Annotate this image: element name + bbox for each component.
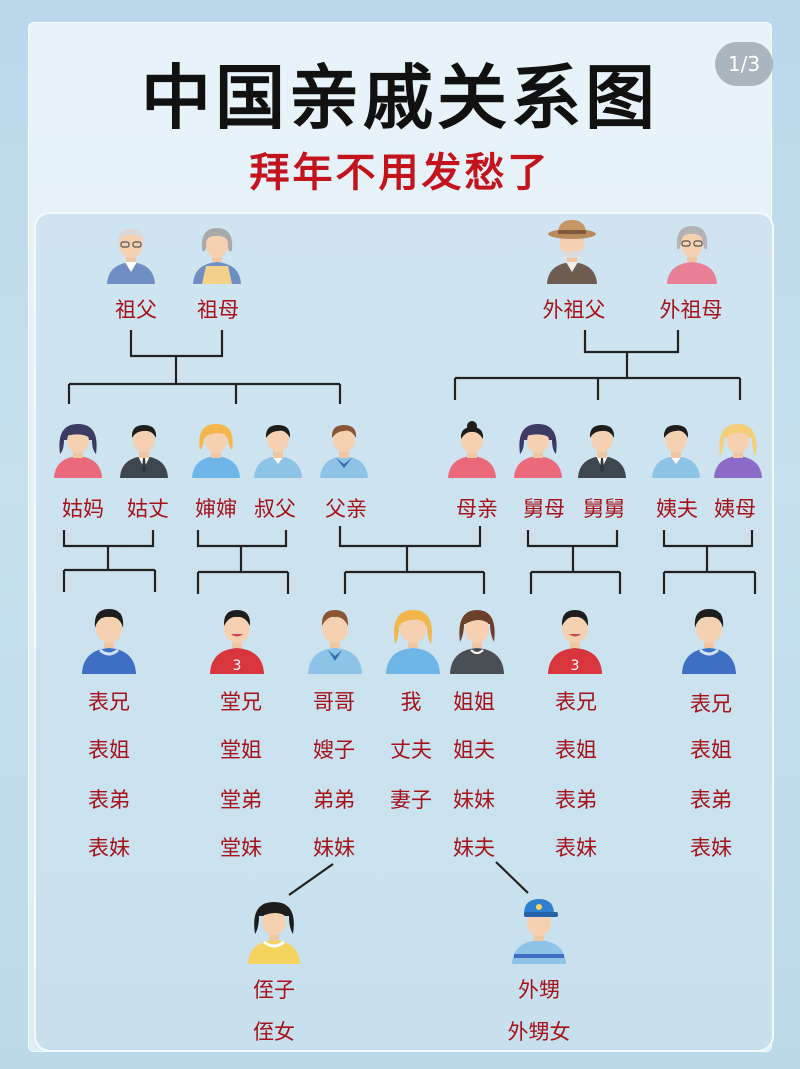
label-maternal-aunt-husband: 姨夫 <box>656 497 698 521</box>
label-maternal-grandmother: 外祖母 <box>659 298 723 322</box>
paternal-cousin-avatar-icon: 3 <box>210 610 264 674</box>
sister-child-avatar-icon <box>512 899 566 964</box>
label-maternal-aunt-cousin-4: 表妹 <box>690 836 732 860</box>
label-maternal-grandfather: 外祖父 <box>542 298 606 322</box>
me-avatar-icon <box>386 610 440 674</box>
label-maternal-uncle: 舅舅 <box>583 497 625 521</box>
uncle-wife-avatar-icon <box>192 424 240 478</box>
uncle-avatar-icon <box>254 425 302 478</box>
maternal-cousin-avatar-icon: 3 <box>548 610 602 674</box>
label-me: 我 <box>400 690 422 714</box>
line-parents <box>338 526 486 594</box>
label-sibling-left-4: 妹妹 <box>313 836 355 860</box>
label-sibling-right-4: 妹夫 <box>453 836 495 860</box>
father-avatar-icon <box>320 425 368 478</box>
label-cousin-1: 表兄 <box>88 690 130 714</box>
page-title: 中国亲戚关系图 <box>141 57 659 139</box>
label-grandmother: 祖母 <box>197 298 239 322</box>
label-niece: 侄女 <box>253 1020 295 1044</box>
label-sister-daughter: 外甥女 <box>507 1020 571 1044</box>
label-father: 父亲 <box>325 497 367 521</box>
label-paternal-cousin-3: 堂弟 <box>220 788 262 812</box>
label-maternal-cousin-2: 表姐 <box>555 738 597 762</box>
label-paternal-cousin-4: 堂妹 <box>220 836 262 860</box>
label-sibling-right-3: 妹妹 <box>453 788 495 812</box>
maternal-aunt-cousin-avatar-icon <box>682 609 736 674</box>
label-cousin-3: 表弟 <box>88 788 130 812</box>
page-indicator-badge[interactable]: 1/3 <box>715 42 773 86</box>
maternal-aunt-avatar-icon <box>714 424 762 478</box>
label-maternal-aunt: 姨母 <box>714 497 756 521</box>
nephew-niece-avatar-icon <box>248 902 300 964</box>
grandmother-avatar-icon <box>193 228 241 284</box>
page-subtitle: 拜年不用发愁了 <box>249 150 551 196</box>
label-sibling-right-1: 姐姐 <box>453 690 495 714</box>
label-husband: 丈夫 <box>390 738 432 762</box>
line-to-nephew <box>288 863 334 896</box>
line-maternal-uncle-family <box>526 530 622 594</box>
maternal-aunt-husband-avatar-icon <box>652 425 700 478</box>
label-uncle-wife: 婶婶 <box>195 497 237 521</box>
label-maternal-cousin-1: 表兄 <box>555 690 597 714</box>
label-maternal-aunt-cousin-3: 表弟 <box>690 788 732 812</box>
maternal-grandmother-avatar-icon <box>667 226 717 284</box>
label-nephew: 侄子 <box>253 978 295 1002</box>
mother-avatar-icon <box>448 421 496 478</box>
label-cousin-4: 表妹 <box>88 836 130 860</box>
maternal-uncle-wife-avatar-icon <box>514 424 562 478</box>
label-sister-son: 外甥 <box>518 978 560 1002</box>
cousin-boy-avatar-icon <box>82 609 136 674</box>
grandfather-avatar-icon <box>107 228 155 284</box>
label-maternal-aunt-cousin-2: 表姐 <box>690 738 732 762</box>
label-mother: 母亲 <box>456 497 498 521</box>
label-paternal-cousin-2: 堂姐 <box>220 738 262 762</box>
label-cousin-2: 表姐 <box>88 738 130 762</box>
maternal-grandfather-avatar-icon <box>547 220 597 284</box>
line-aunt-family <box>62 530 157 592</box>
label-wife: 妻子 <box>390 788 432 812</box>
paternal-aunt-avatar-icon <box>54 424 102 478</box>
label-sibling-left-3: 弟弟 <box>313 788 355 812</box>
label-sibling-left-2: 嫂子 <box>313 738 355 762</box>
line-grandparents <box>67 330 342 404</box>
label-maternal-cousin-4: 表妹 <box>555 836 597 860</box>
label-maternal-aunt-cousin-1: 表兄 <box>690 692 732 716</box>
label-paternal-aunt: 姑妈 <box>62 497 104 521</box>
label-paternal-aunt-husband: 姑丈 <box>127 497 169 521</box>
label-maternal-cousin-3: 表弟 <box>555 788 597 812</box>
maternal-uncle-avatar-icon <box>578 425 626 478</box>
label-grandfather: 祖父 <box>115 298 157 322</box>
line-to-sister-kid <box>495 861 529 894</box>
paternal-aunt-husband-avatar-icon <box>120 425 168 478</box>
brother-avatar-icon <box>308 610 362 674</box>
label-sibling-right-2: 姐夫 <box>453 738 495 762</box>
label-uncle: 叔父 <box>254 497 296 521</box>
label-paternal-cousin-1: 堂兄 <box>220 690 262 714</box>
sister-avatar-icon <box>450 610 504 674</box>
label-sibling-left-1: 哥哥 <box>313 690 355 714</box>
line-maternal-grandparents <box>453 330 742 400</box>
svg-text:3: 3 <box>233 658 242 674</box>
svg-text:3: 3 <box>571 658 580 674</box>
line-maternal-aunt-family <box>662 530 757 594</box>
label-maternal-uncle-wife: 舅母 <box>523 497 565 521</box>
line-uncle-family <box>196 530 290 594</box>
